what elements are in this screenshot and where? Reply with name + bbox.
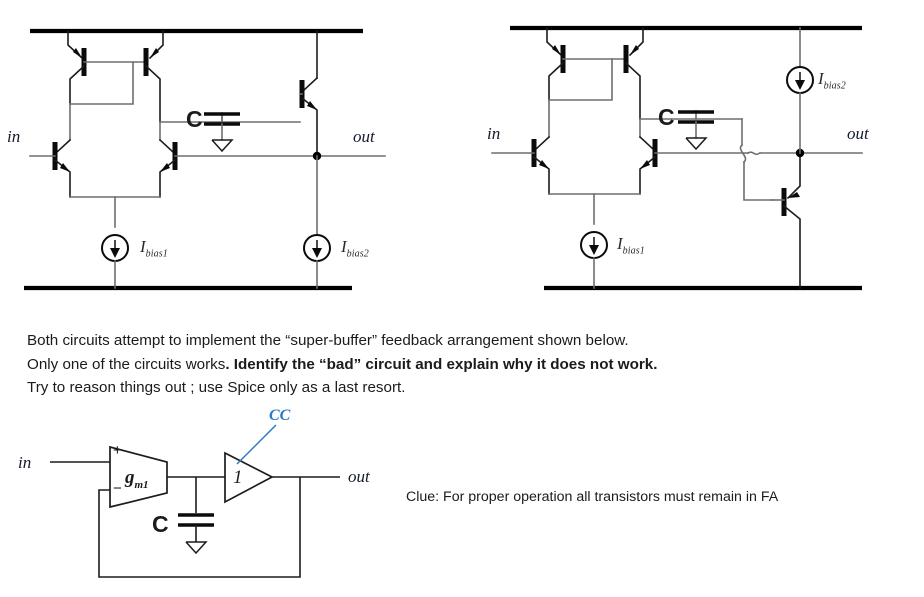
right-ibias1-arrow bbox=[589, 245, 599, 255]
left-pnp-mirror-q1 bbox=[67, 30, 146, 105]
left-circuit-ibias1-label: Ibias1 bbox=[140, 237, 168, 260]
q2-emitter-arrow bbox=[150, 48, 159, 58]
prose-line-2: Only one of the circuits works. Identify… bbox=[27, 353, 787, 377]
right-circuit-schematic bbox=[462, 0, 924, 310]
cc-pointer-line bbox=[236, 424, 277, 465]
q1-emitter-arrow bbox=[73, 48, 82, 58]
right-circuit-cap-label: C bbox=[658, 104, 675, 130]
q3-emitter-arrow bbox=[60, 163, 70, 172]
right-npn-input-q3 bbox=[491, 99, 551, 195]
right-circuit-ibias1-label: Ibias1 bbox=[617, 234, 645, 257]
rq3-emitter-arrow bbox=[539, 160, 549, 169]
left-pnp-mirror-q2 bbox=[143, 30, 164, 123]
prose-line-2-plain: Only one of the circuits works bbox=[27, 355, 226, 373]
right-circuit-in-label: in bbox=[487, 124, 501, 143]
gm1-amplifier-block bbox=[109, 445, 168, 509]
left-npn-input-q3 bbox=[29, 103, 72, 198]
rq2-emitter-arrow bbox=[630, 45, 639, 55]
right-circuit-svg bbox=[491, 25, 863, 291]
right-circuit-ibias2-label: Ibias2 bbox=[818, 69, 846, 92]
left-circuit-schematic bbox=[0, 0, 462, 310]
block-cap-label: C bbox=[152, 511, 169, 537]
ibias1-arrow bbox=[110, 248, 120, 258]
gm1-plus-sign: + bbox=[113, 442, 122, 459]
unity-buffer-label: 1 bbox=[233, 467, 243, 488]
block-capacitor bbox=[178, 477, 214, 555]
left-circuit-ibias2-label: Ibias2 bbox=[341, 237, 369, 260]
left-circuit-in-label: in bbox=[7, 127, 21, 146]
left-circuit-out-label: out bbox=[353, 127, 375, 146]
rq4-emitter-arrow bbox=[640, 160, 650, 169]
right-pnp-mirror-q1 bbox=[546, 27, 626, 101]
rq5-emitter-arrow bbox=[788, 192, 800, 198]
right-circuit-out-label: out bbox=[847, 124, 869, 143]
prose-line-2-bold: . Identify the “bad” circuit and explain… bbox=[225, 355, 658, 373]
block-diagram-svg bbox=[50, 424, 340, 578]
block-out-label: out bbox=[348, 467, 370, 486]
q5-emitter-arrow bbox=[307, 101, 317, 110]
right-capacitor bbox=[678, 110, 714, 151]
block-diagram-svg-layer bbox=[0, 405, 470, 597]
left-ibias2-source bbox=[303, 155, 331, 289]
gm1-label: gm1 bbox=[125, 467, 149, 491]
left-ibias1-source bbox=[101, 234, 129, 289]
rq1-emitter-arrow bbox=[552, 45, 561, 55]
unity-buffer-block bbox=[224, 451, 274, 504]
left-npn-output-q5 bbox=[299, 30, 319, 157]
right-ibias1-source bbox=[580, 231, 608, 289]
gm1-minus-sign: − bbox=[113, 480, 122, 497]
left-npn-input-q4 bbox=[158, 121, 318, 198]
left-capacitor bbox=[204, 112, 240, 153]
prose-line-3: Try to reason things out ; use Spice onl… bbox=[27, 379, 406, 396]
right-ibias2-source bbox=[786, 27, 814, 154]
right-npn-input-q4 bbox=[638, 118, 658, 195]
prose-block: Both circuits attempt to implement the “… bbox=[27, 329, 787, 400]
clue-text: Clue: For proper operation all transisto… bbox=[406, 489, 779, 505]
left-circuit-cap-label: C bbox=[186, 106, 203, 132]
left-circuit-svg bbox=[24, 28, 386, 291]
right-pnp-mirror-q2 bbox=[623, 27, 644, 120]
cc-label: CC bbox=[269, 407, 291, 424]
right-ibias2-arrow bbox=[795, 80, 805, 90]
right-pnp-output-q5 bbox=[771, 152, 801, 289]
ibias2-arrow bbox=[312, 248, 322, 258]
prose-line-1: Both circuits attempt to implement the “… bbox=[27, 332, 629, 349]
block-in-label: in bbox=[18, 453, 32, 472]
feedback-path bbox=[98, 477, 301, 578]
q4-emitter-arrow bbox=[160, 163, 170, 172]
